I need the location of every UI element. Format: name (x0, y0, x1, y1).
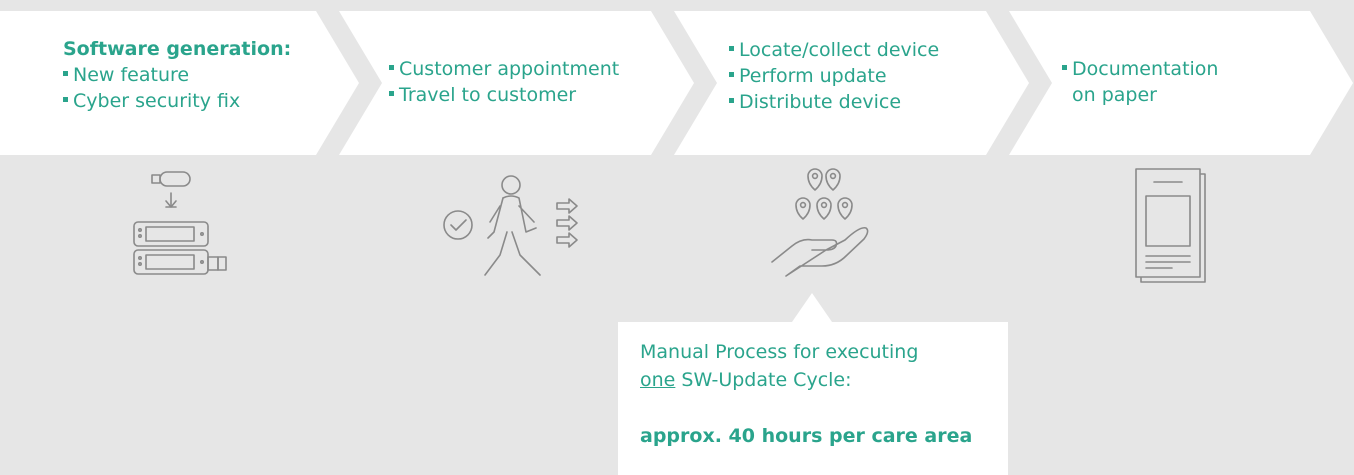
step-1-item-2: Cyber security fix (63, 88, 291, 114)
bullet-icon (729, 72, 734, 77)
callout-line-2: one SW-Update Cycle: (640, 366, 972, 394)
callout-spacer (640, 394, 972, 422)
step-4-item-2: on paper (1072, 84, 1157, 106)
bullet-icon (1062, 65, 1067, 70)
callout-line-2-rest: SW-Update Cycle: (675, 369, 852, 391)
chevron-step-2 (339, 11, 694, 155)
bullet-icon (389, 65, 394, 70)
step-1-text: Software generation: New feature Cyber s… (63, 36, 291, 114)
chevron-step-1 (0, 11, 359, 155)
step-4-text: Documentation on paper (1062, 56, 1218, 108)
callout-emphasis: one (640, 369, 676, 391)
chevron-step-3 (674, 11, 1029, 155)
callout-summary: approx. 40 hours per care area (640, 425, 973, 447)
bullet-icon (63, 71, 68, 76)
step-3-item-2: Perform update (729, 63, 939, 89)
chevron-step-4 (1009, 11, 1353, 155)
step-1-heading: Software generation: (63, 38, 292, 60)
step-2-text: Customer appointment Travel to customer (389, 56, 619, 108)
usb-update-device-icon (133, 171, 227, 275)
callout-line-1: Manual Process for executing (640, 341, 919, 363)
hand-location-pins-icon (771, 168, 869, 277)
bullet-icon (389, 91, 394, 96)
step-4-item-1: Documentation (1062, 56, 1218, 82)
bullet-icon (63, 97, 68, 102)
callout-text: Manual Process for executing one SW-Upda… (640, 338, 972, 450)
step-3-item-3: Distribute device (729, 89, 939, 115)
bullet-icon (729, 98, 734, 103)
callout-box (618, 293, 1008, 475)
walking-person-icon (443, 175, 578, 276)
step-2-item-2: Travel to customer (389, 82, 619, 108)
step-2-item-1: Customer appointment (389, 56, 619, 82)
step-3-item-1: Locate/collect device (729, 37, 939, 63)
step-1-item-1: New feature (63, 62, 291, 88)
paper-document-icon (1135, 168, 1206, 283)
step-3-text: Locate/collect device Perform update Dis… (729, 37, 939, 115)
bullet-icon (729, 46, 734, 51)
